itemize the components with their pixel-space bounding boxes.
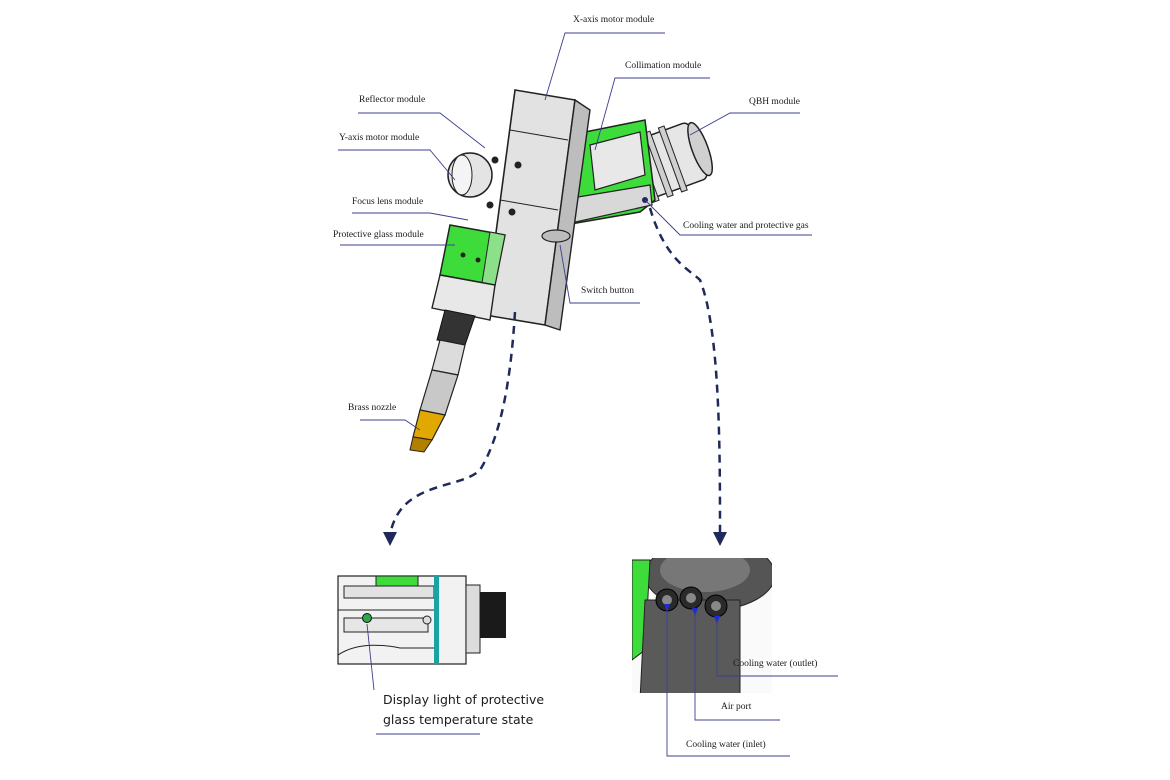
main-body: [484, 89, 591, 331]
y-axis-motor-label: Y-axis motor module: [339, 133, 420, 143]
brass-nozzle-label: Brass nozzle: [348, 403, 397, 413]
cooling-water-inlet-label: Cooling water (inlet): [686, 740, 766, 750]
focus-lens-label: Focus lens module: [352, 197, 424, 207]
detail-right-illustration: [632, 558, 838, 757]
qbh-label: QBH module: [749, 97, 800, 107]
cooling-water-outlet-label: Cooling water (outlet): [733, 659, 818, 669]
x-axis-motor-label: X-axis motor module: [573, 15, 655, 25]
nozzle-assembly: [409, 309, 476, 453]
reflector-label: Reflector module: [359, 95, 426, 105]
collimation-label: Collimation module: [625, 61, 702, 71]
air-port-label: Air port: [721, 702, 752, 712]
display-light-caption-line2: glass temperature state: [383, 712, 534, 727]
leader-lines: [338, 32, 812, 431]
display-light-caption-line1: Display light of protective: [383, 692, 545, 707]
cooling-water-gas-label: Cooling water and protective gas: [683, 221, 809, 231]
detail-left-illustration: [337, 575, 506, 735]
protective-glass-label: Protective glass module: [333, 230, 424, 240]
switch-button-part: [541, 229, 571, 243]
protective-glass-section: [431, 224, 506, 321]
y-axis-motor-module: [447, 152, 493, 198]
detail-arrow-left: [383, 311, 517, 546]
switch-button-label: Switch button: [581, 286, 635, 296]
detail-arrow-right: [648, 207, 727, 546]
